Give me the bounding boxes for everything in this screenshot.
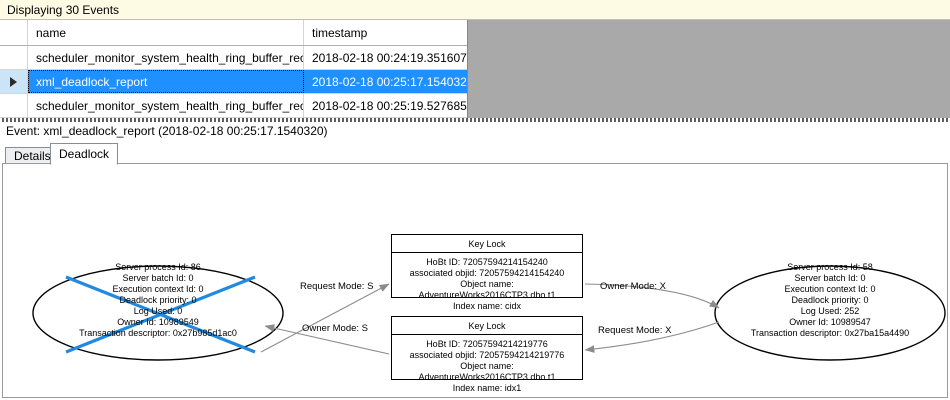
splitter-handle[interactable] (0, 118, 950, 122)
row-indicator-cell (0, 70, 28, 93)
cell-name: scheduler_monitor_system_health_ring_buf… (28, 94, 304, 117)
row-indicator-cell (0, 94, 28, 117)
resource-bottom-line: Index name: idx1 (452, 383, 522, 393)
tab-deadlock[interactable]: Deadlock (50, 143, 119, 165)
edge-left-request-top (260, 283, 390, 353)
edge-right-request-bottom (584, 321, 720, 353)
edge-label-top-owner-right: Owner Mode: X (600, 281, 666, 292)
deadlock-graph: Server process Id: 86 Server batch Id: 0… (3, 164, 947, 397)
events-count-banner: Displaying 30 Events (0, 0, 950, 20)
cell-timestamp: 2018-02-18 00:25:19.5276859 (312, 98, 467, 113)
edge-bottom-owner-left (264, 324, 390, 355)
resource-top-line: HoBt ID: 72057594214154240 (426, 257, 548, 267)
resource-top-line: associated objid: 72057594214154240 (409, 268, 565, 278)
column-header-timestamp[interactable]: timestamp (304, 20, 467, 45)
tab-details[interactable]: Details (5, 147, 60, 164)
deadlock-graph-panel[interactable]: Server process Id: 86 Server batch Id: 0… (2, 163, 948, 398)
tabstrip: Details Deadlock (0, 142, 950, 165)
grid-header-row: name timestamp (0, 20, 467, 46)
resource-top-line: Object name: AdventureWorks2016CTP3.dbo.… (418, 279, 556, 300)
process-node-right-shape (714, 265, 946, 361)
resource-top-body: HoBt ID: 72057594214154240 associated ob… (392, 253, 582, 312)
cell-name: xml_deadlock_report (28, 70, 304, 93)
resource-bottom-line: Object name: AdventureWorks2016CTP3.dbo.… (418, 361, 556, 382)
edge-label-right-request-bottom: Request Mode: X (598, 325, 672, 336)
cell-name: scheduler_monitor_system_health_ring_buf… (28, 46, 304, 69)
tab-deadlock-label: Deadlock (59, 147, 110, 161)
event-caption-label: Event: xml_deadlock_report (2018-02-18 0… (6, 124, 328, 138)
table-row[interactable]: scheduler_monitor_system_health_ring_buf… (0, 46, 467, 70)
resource-top-title: Key Lock (392, 235, 582, 253)
events-count-label: Displaying 30 Events (7, 2, 120, 17)
event-caption: Event: xml_deadlock_report (2018-02-18 0… (0, 122, 950, 140)
table-row-selected[interactable]: xml_deadlock_report 2018-02-18 00:25:17.… (0, 70, 467, 94)
edge-label-bottom-owner-left: Owner Mode: S (302, 323, 368, 334)
resource-bottom-line: associated objid: 72057594214219776 (409, 350, 565, 360)
events-grid[interactable]: name timestamp scheduler_monitor_system_… (0, 20, 468, 118)
events-grid-area: name timestamp scheduler_monitor_system_… (0, 20, 950, 118)
current-row-arrow-icon (10, 76, 17, 87)
resource-bottom-title: Key Lock (392, 317, 582, 335)
resource-bottom-body: HoBt ID: 72057594214219776 associated ob… (392, 335, 582, 394)
resource-top-line: Index name: cidx (452, 301, 522, 311)
resource-bottom-line: HoBt ID: 72057594214219776 (426, 339, 548, 349)
edge-top-owner-right (584, 283, 720, 309)
column-header-name[interactable]: name (28, 20, 304, 45)
cell-timestamp: 2018-02-18 00:24:19.3516078 (312, 50, 467, 65)
cell-timestamp: 2018-02-18 00:25:17.1540320 (304, 70, 467, 93)
row-indicator-cell (0, 46, 28, 69)
table-row[interactable]: scheduler_monitor_system_health_ring_buf… (0, 94, 467, 118)
victim-marker-line-2 (65, 275, 256, 354)
column-header-name-label: name (36, 25, 67, 40)
column-header-timestamp-label: timestamp (312, 25, 368, 40)
resource-node-top: Key Lock HoBt ID: 72057594214154240 asso… (391, 234, 583, 311)
edge-label-left-request-top: Request Mode: S (300, 281, 374, 292)
deadlock-graph-canvas (32, 265, 946, 361)
resource-node-bottom: Key Lock HoBt ID: 72057594214219776 asso… (391, 316, 583, 393)
tab-details-label: Details (14, 148, 51, 163)
grid-corner-cell (0, 20, 28, 45)
